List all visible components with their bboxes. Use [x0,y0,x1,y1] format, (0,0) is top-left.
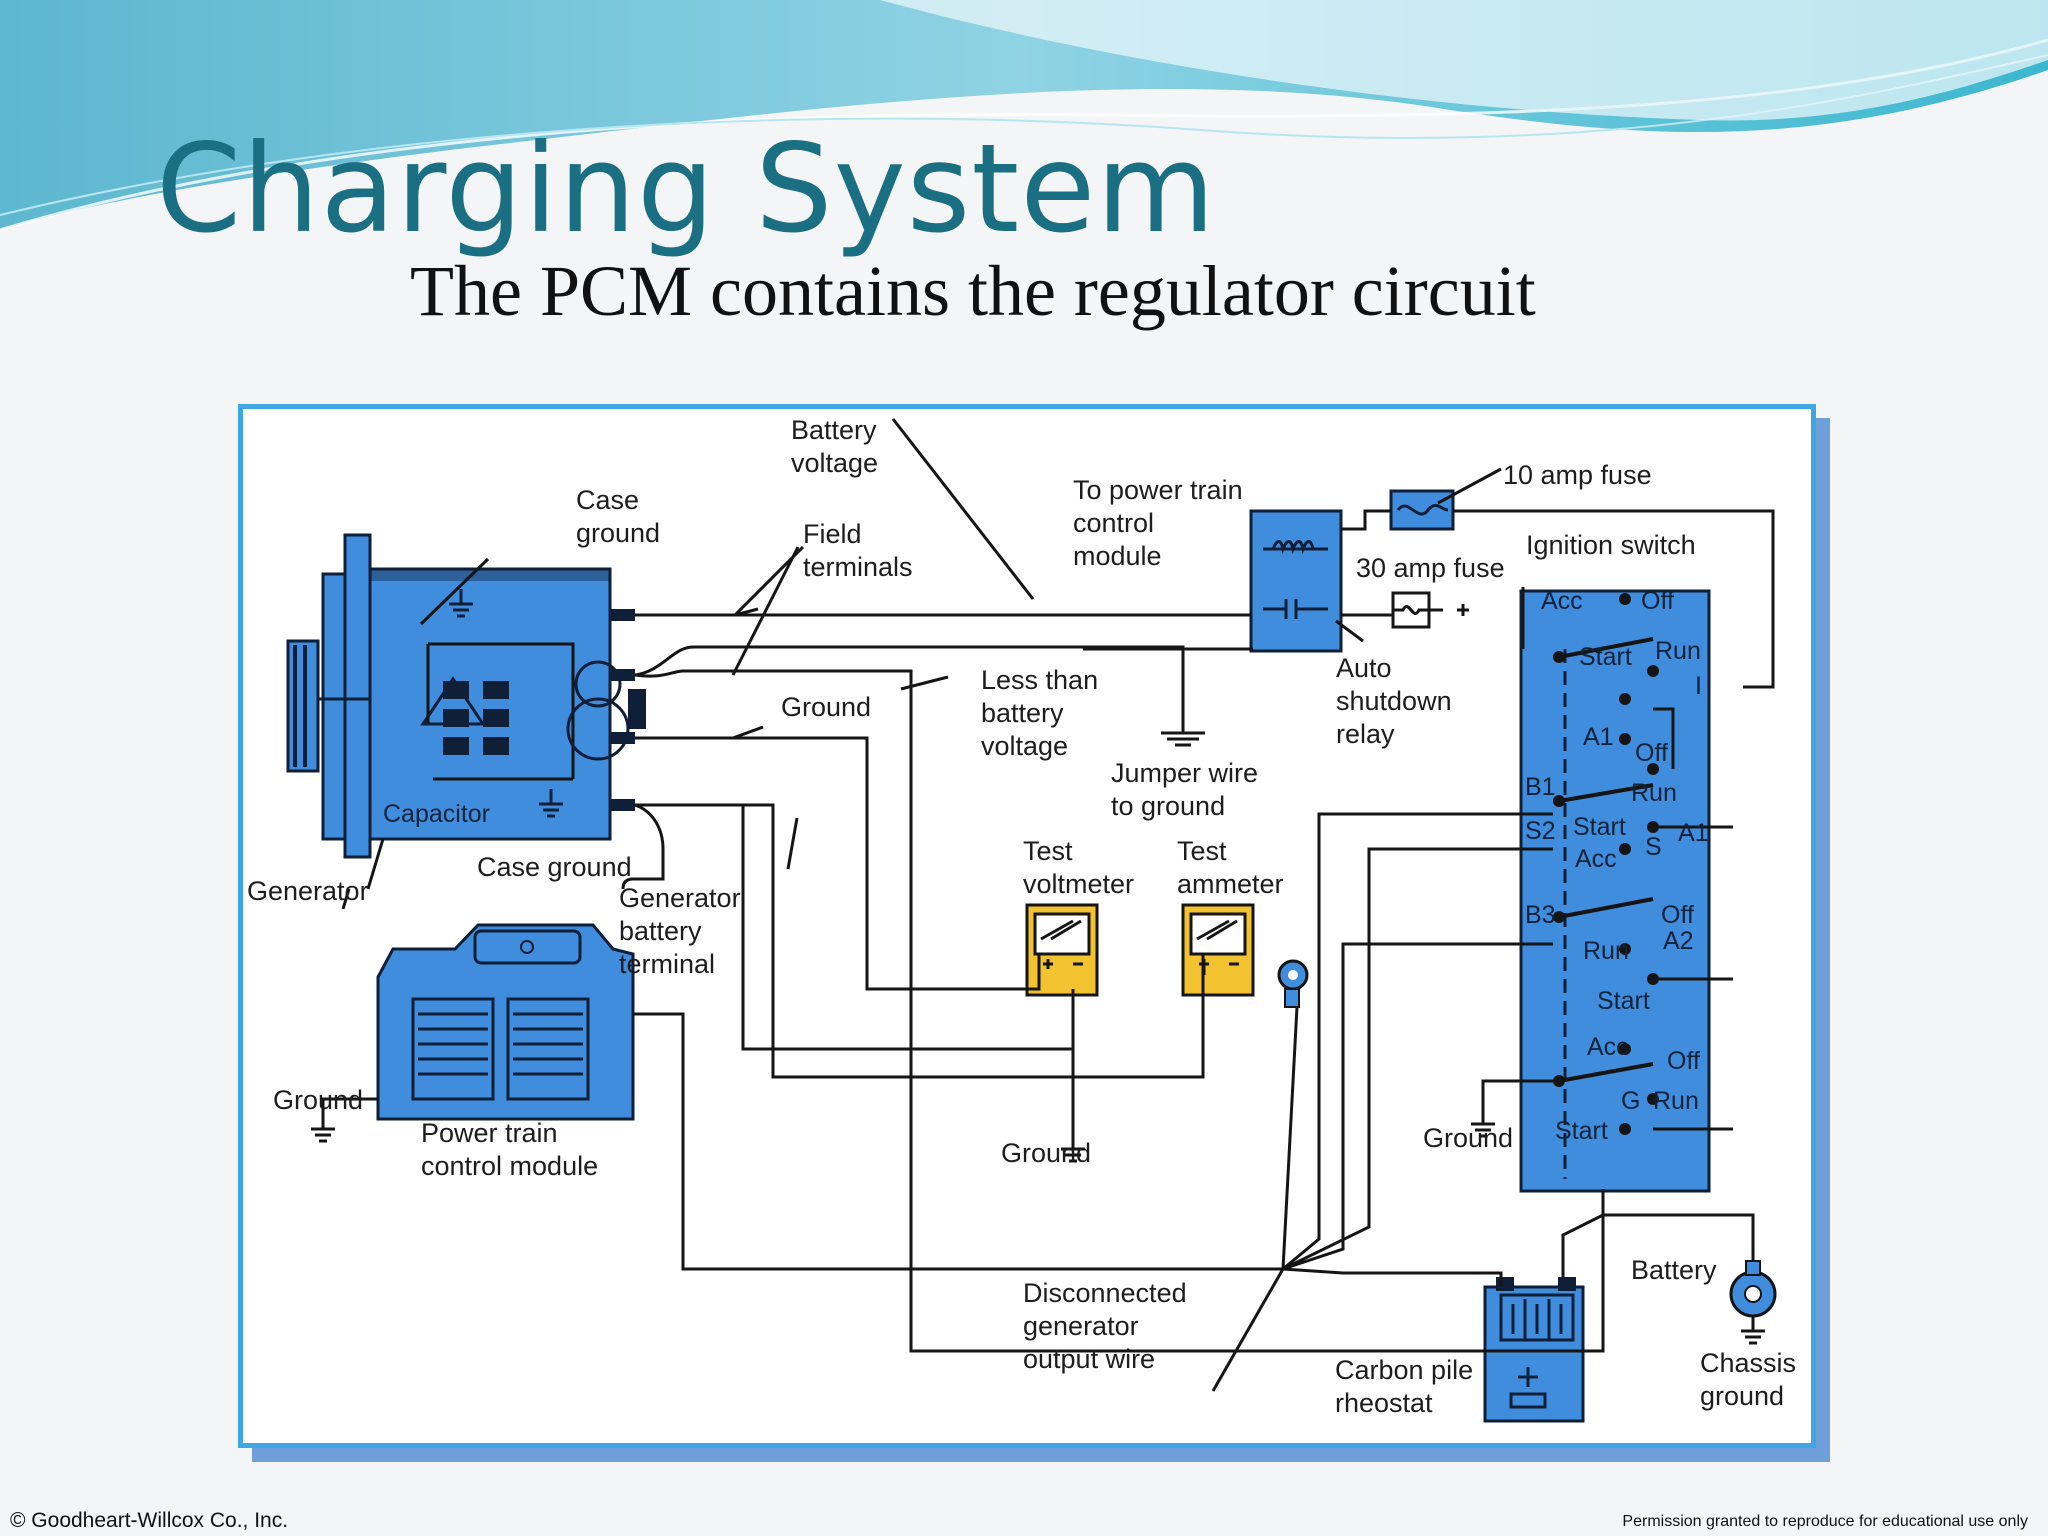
label-less-than-2: battery [981,698,1064,728]
pcm-icon [376,923,635,1121]
chassis-ground-battery-icon [1729,1260,1777,1345]
generator-icon [286,533,646,859]
diagram-labels: Battery voltage Case ground Field termin… [247,415,1796,1418]
label-case-ground-2: ground [576,518,660,548]
label-disconnected-2: generator [1023,1311,1139,1341]
label-auto-shutdown-1: Auto [1336,653,1392,683]
switch-position-labels: Acc Off Start Run I A1 Off B1 Run S2 Sta… [1525,587,1709,1145]
label-chassis-ground-2: ground [1700,1381,1784,1411]
label-to-power-train-2: control [1073,508,1154,538]
charging-circuit-svg: Battery voltage Case ground Field termin… [247,415,1796,1423]
label-ground-meter: Ground [1001,1138,1091,1168]
label-battery-voltage-1: Battery [791,415,877,445]
label-test-voltmeter-2: voltmeter [1023,869,1134,899]
label-to-power-train-1: To power train [1073,475,1243,505]
label-disconnected-1: Disconnected [1023,1278,1187,1308]
switch-off-2: Off [1635,739,1668,767]
label-pcm-2: control module [421,1151,598,1181]
header-wave [0,0,2048,232]
label-disconnected-3: output wire [1023,1344,1155,1374]
label-test-voltmeter-1: Test [1023,836,1073,866]
label-test-ammeter-2: ammeter [1177,869,1284,899]
switch-start-2: Start [1573,813,1626,841]
switch-run-4: Run [1653,1087,1699,1115]
switch-start-4: Start [1555,1117,1608,1145]
switch-run-2: Run [1631,779,1677,807]
label-battery-voltage-2: voltage [791,448,878,478]
switch-a1-right: A1 [1678,819,1709,847]
switch-run-3: Run [1583,937,1629,965]
footer-copyright: © Goodheart-Willcox Co., Inc. [10,1509,289,1532]
switch-b3: B3 [1525,901,1556,929]
label-field-terminals-1: Field [803,519,862,549]
auto-shutdown-relay-icon [1249,509,1343,653]
label-chassis-ground-1: Chassis [1700,1348,1796,1378]
label-gen-battery-terminal-3: terminal [619,949,715,979]
label-ignition-switch: Ignition switch [1526,530,1696,560]
label-case-ground-1: Case [576,485,639,515]
charging-diagram: Battery voltage Case ground Field termin… [238,404,1816,1448]
label-capacitor: Capacitor [383,800,490,828]
switch-start-1: Start [1579,643,1632,671]
switch-acc-2: Acc [1575,845,1617,873]
carbon-pile-battery-icon [1483,1277,1585,1423]
switch-off-3: Off [1661,901,1694,929]
label-less-than-3: voltage [981,731,1068,761]
switch-off-1: Off [1641,587,1674,615]
switch-run-1: Run [1655,637,1701,665]
label-gen-battery-terminal-2: battery [619,916,702,946]
label-to-power-train-3: module [1073,541,1162,571]
switch-i: I [1695,672,1702,700]
label-jumper-wire-2: to ground [1111,791,1225,821]
footer-permission: Permission granted to reproduce for educ… [1622,1513,2028,1530]
switch-s2: S2 [1525,817,1556,845]
label-pcm-1: Power train [421,1118,558,1148]
circuit-wires [311,418,1775,1392]
label-case-ground-bottom: Case ground [477,852,632,882]
label-carbon-pile-1: Carbon pile [1335,1355,1473,1385]
switch-acc-1: Acc [1541,587,1583,615]
label-auto-shutdown-3: relay [1336,719,1395,749]
voltmeter-icon [1025,903,1099,997]
label-ground-mid: Ground [781,692,871,722]
label-less-than-1: Less than [981,665,1098,695]
slide-title: Charging System [156,118,1217,260]
switch-a2: A2 [1663,927,1694,955]
label-field-terminals-2: terminals [803,552,913,582]
fuse-30amp-icon [1391,591,1469,629]
label-30-amp-fuse: 30 amp fuse [1356,553,1505,583]
fuse-10amp-icon [1389,489,1455,531]
switch-g: G [1621,1087,1640,1115]
label-10-amp-fuse: 10 amp fuse [1503,460,1652,490]
slide-subtitle: The PCM contains the regulator circuit [410,251,1536,331]
switch-start-3: Start [1597,987,1650,1015]
label-generator: Generator [247,876,369,906]
label-battery: Battery [1631,1255,1717,1285]
label-ground-left: Ground [273,1085,363,1115]
switch-acc-3: Acc [1587,1033,1629,1061]
label-ground-switch: Ground [1423,1123,1513,1153]
switch-b1: B1 [1525,773,1556,801]
label-gen-battery-terminal-1: Generator [619,883,741,913]
switch-off-4: Off [1667,1047,1700,1075]
ignition-switch-icon [1519,589,1711,1193]
label-jumper-wire-1: Jumper wire [1111,758,1258,788]
switch-s: S [1645,833,1662,861]
ammeter-icon [1181,903,1309,1008]
switch-a1-left: A1 [1583,723,1614,751]
label-auto-shutdown-2: shutdown [1336,686,1452,716]
label-carbon-pile-2: rheostat [1335,1388,1433,1418]
label-test-ammeter-1: Test [1177,836,1227,866]
